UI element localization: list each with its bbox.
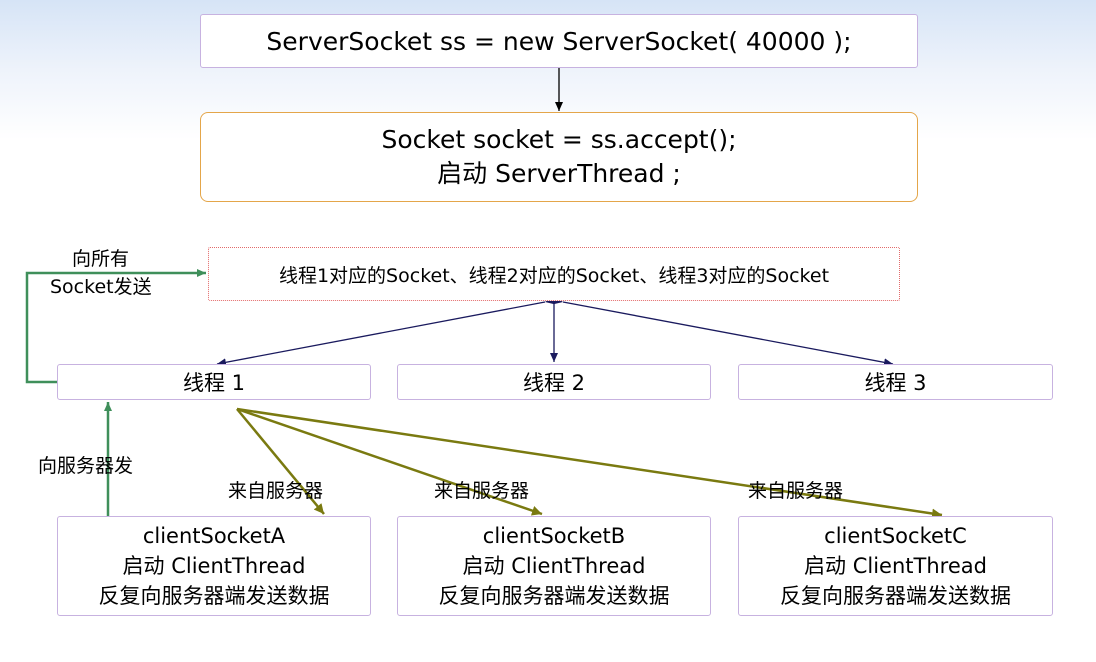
client-description: 反复向服务器端发送数据 xyxy=(438,584,670,608)
from-server-label-b: 来自服务器 xyxy=(434,480,530,502)
client-action: 启动 ClientThread xyxy=(462,554,646,578)
arrow-sockets-thread3 xyxy=(553,296,894,367)
thread-label: 线程 2 xyxy=(522,371,586,395)
from-server-label-c: 来自服务器 xyxy=(748,480,844,502)
accept-box: Socket socket = ss.accept(); 启动 ServerTh… xyxy=(200,112,918,202)
thread-box-3: 线程 3 xyxy=(738,364,1053,400)
client-box-c: clientSocketC 启动 ClientThread 反复向服务器端发送数… xyxy=(738,516,1053,616)
accept-code: Socket socket = ss.accept(); xyxy=(381,125,737,154)
client-action: 启动 ClientThread xyxy=(122,554,306,578)
client-name: clientSocketA xyxy=(142,524,286,548)
client-box-a: clientSocketA 启动 ClientThread 反复向服务器端发送数… xyxy=(57,516,371,616)
arrow-sockets-thread1 xyxy=(216,296,555,367)
client-name: clientSocketC xyxy=(824,524,967,548)
arrow-thread1-to-client-a xyxy=(236,408,325,515)
arrow-thread1-to-client-b xyxy=(236,407,543,516)
socket-list-box: 线程1对应的Socket、线程2对应的Socket、线程3对应的Socket xyxy=(208,247,900,301)
server-socket-code: ServerSocket ss = new ServerSocket( 4000… xyxy=(266,26,852,56)
thread-box-2: 线程 2 xyxy=(397,364,711,400)
arrow-broadcast-to-sockets xyxy=(25,269,206,384)
start-server-thread-text: 启动 ServerThread ; xyxy=(437,159,681,188)
from-server-label-a: 来自服务器 xyxy=(228,480,324,502)
thread-box-1: 线程 1 xyxy=(57,364,371,400)
client-description: 反复向服务器端发送数据 xyxy=(780,584,1011,608)
client-box-b: clientSocketB 启动 ClientThread 反复向服务器端发送数… xyxy=(397,516,711,616)
broadcast-label-line1: 向所有 xyxy=(72,248,130,270)
socket-list-text: 线程1对应的Socket、线程2对应的Socket、线程3对应的Socket xyxy=(278,264,830,287)
client-description: 反复向服务器端发送数据 xyxy=(98,584,330,608)
server-socket-box: ServerSocket ss = new ServerSocket( 4000… xyxy=(200,14,918,68)
client-name: clientSocketB xyxy=(482,524,626,548)
broadcast-label-line2: Socket发送 xyxy=(50,276,152,298)
arrow-thread1-to-client-c xyxy=(236,407,943,519)
thread-label: 线程 3 xyxy=(864,371,927,395)
to-server-label: 向服务器发 xyxy=(38,455,134,477)
client-action: 启动 ClientThread xyxy=(804,554,987,578)
thread-label: 线程 1 xyxy=(182,371,246,395)
